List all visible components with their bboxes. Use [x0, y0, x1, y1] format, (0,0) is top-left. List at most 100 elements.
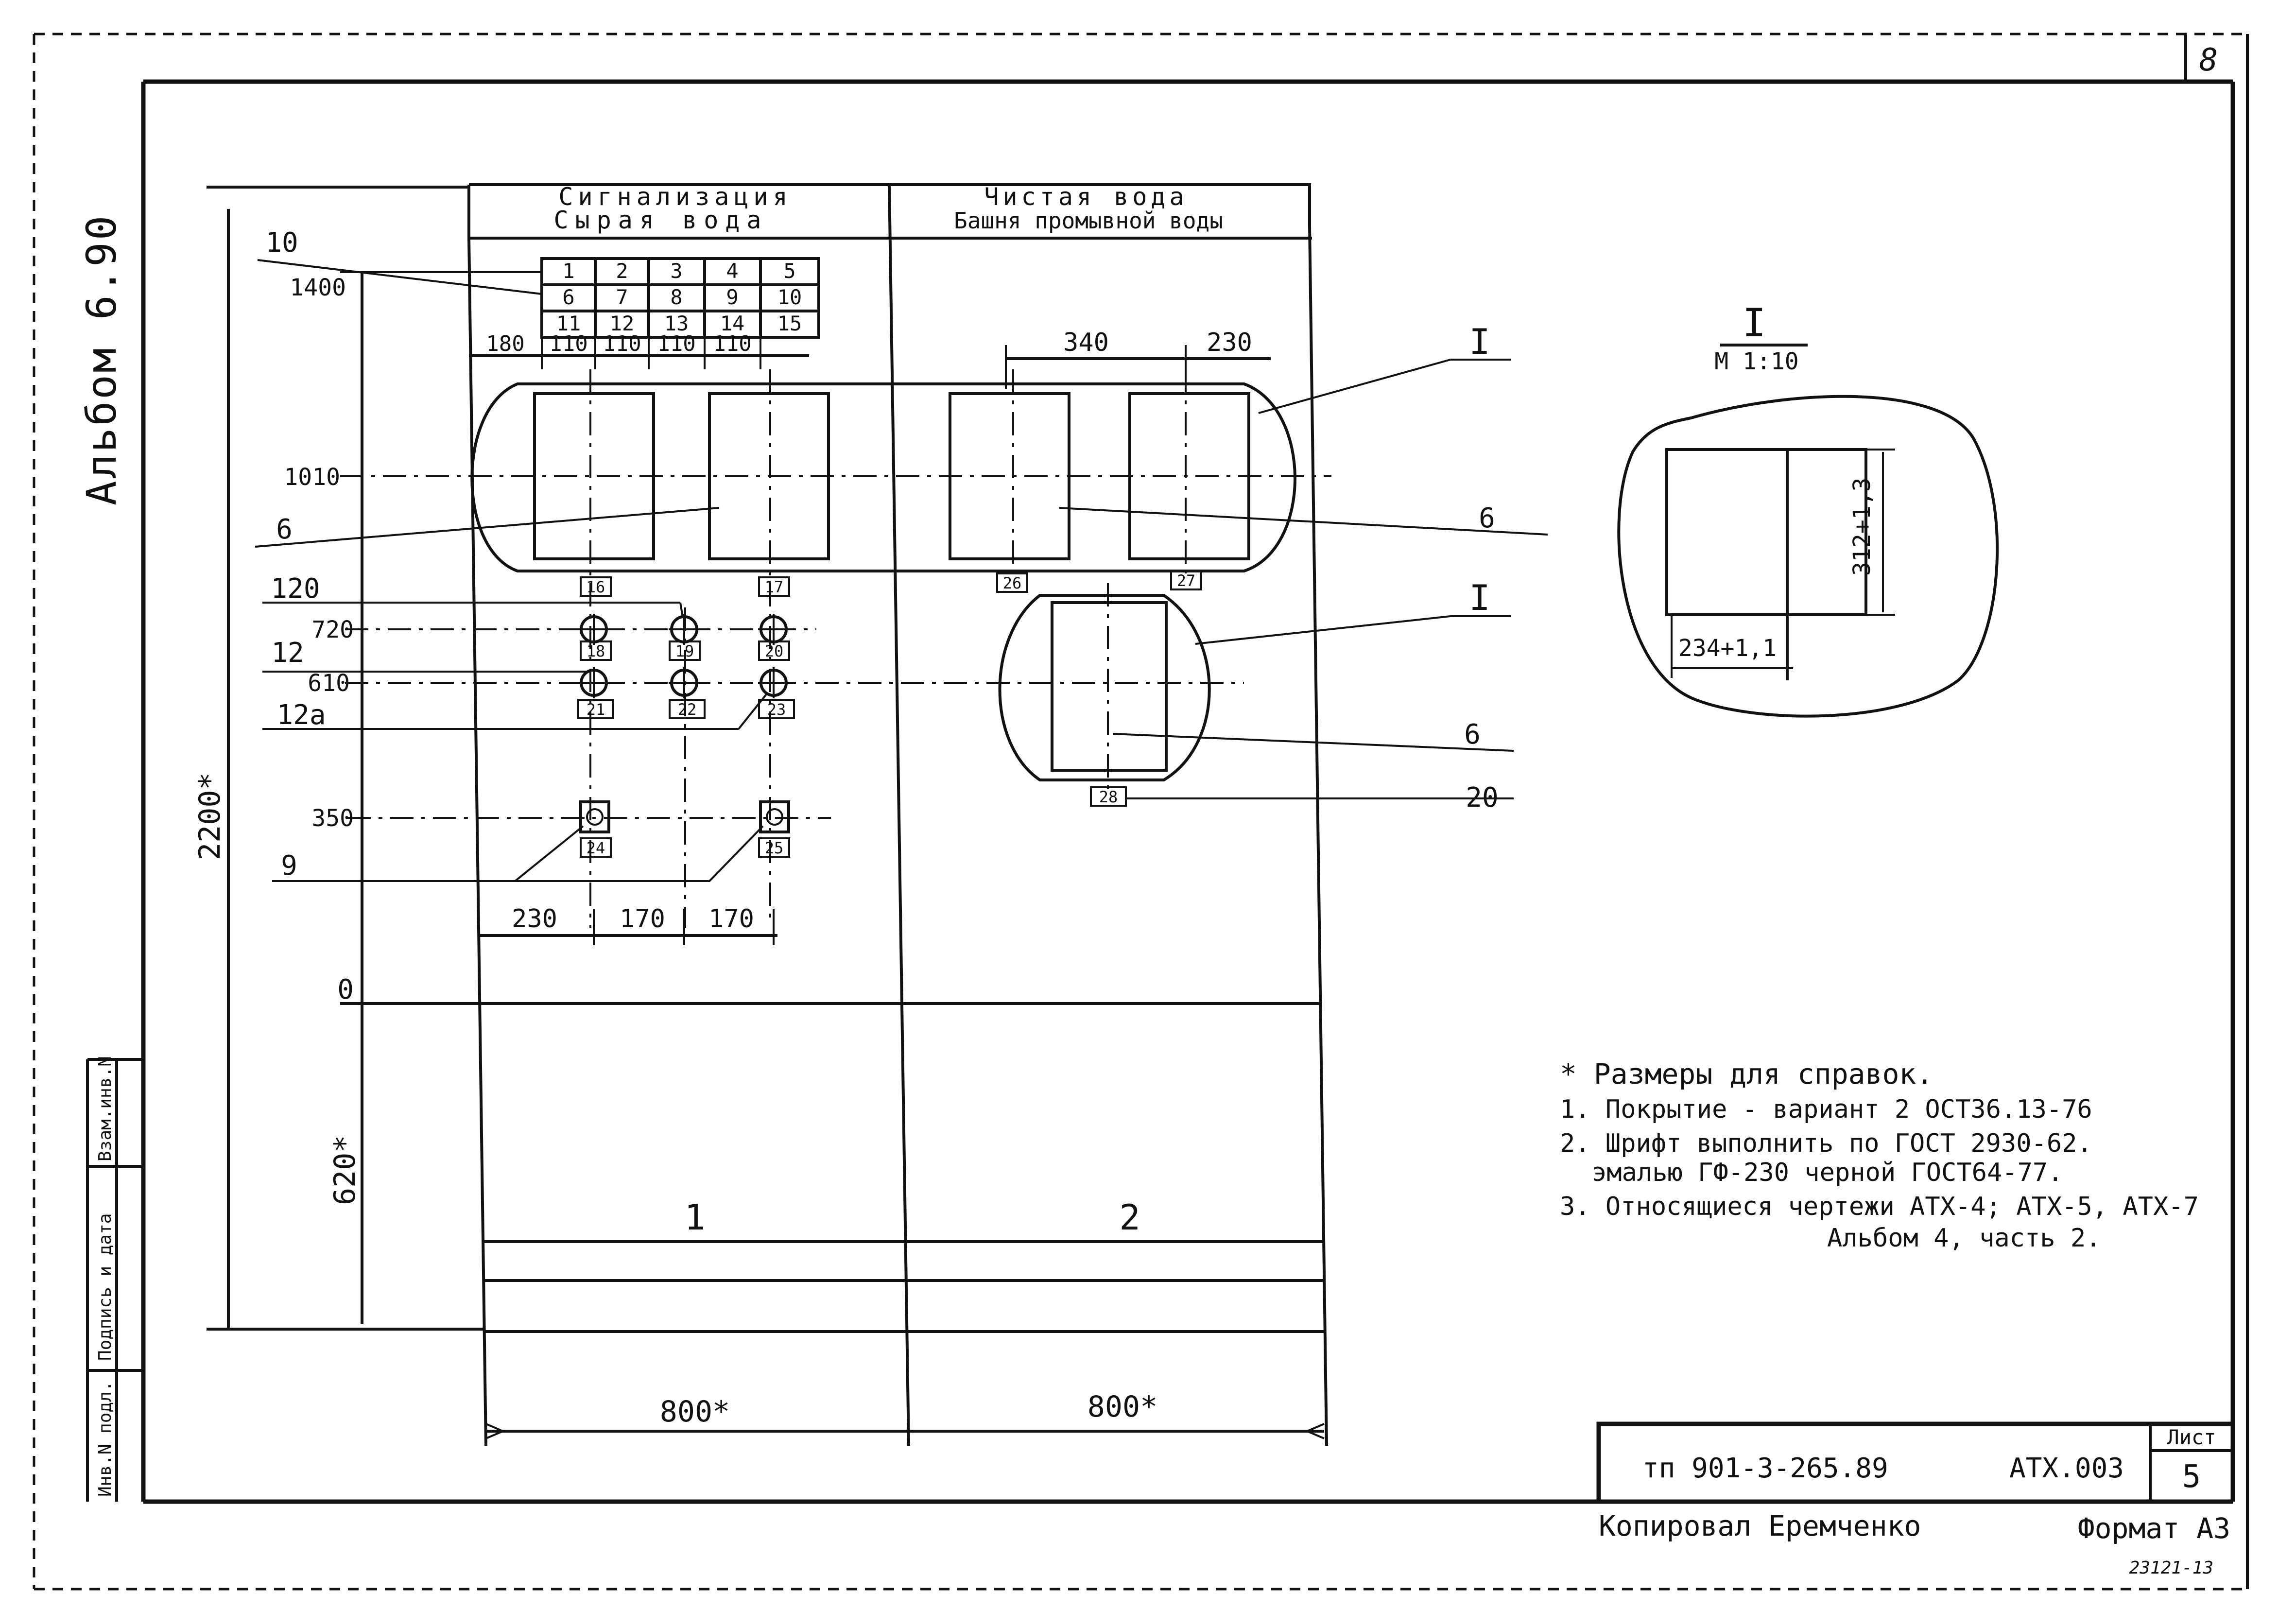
bottom-dimension-line — [479, 909, 777, 945]
level-610: 610 — [308, 670, 350, 697]
inner-frame — [141, 79, 2235, 1504]
item-tag: 21 — [587, 700, 605, 719]
leader-6-right-top: 6 — [1479, 502, 1495, 534]
level-350: 350 — [311, 805, 354, 832]
item-tag: 22 — [678, 700, 697, 719]
label-grid-cell: 5 — [783, 259, 795, 283]
section-number-2: 2 — [1119, 1197, 1140, 1238]
item-tag: 26 — [1003, 574, 1022, 592]
item-tag: 27 — [1177, 571, 1196, 590]
note-0: * Размеры для справок. — [1560, 1057, 1933, 1091]
item-tag: 25 — [765, 839, 784, 857]
left-leader-lines — [255, 259, 769, 882]
label-grid-cell: 11 — [556, 312, 581, 335]
stamp-inv-podl: Инв.N подл. — [95, 1381, 115, 1497]
item-tag: 16 — [587, 578, 605, 596]
leader-12: 12 — [271, 637, 304, 669]
label-grid-cell: 13 — [664, 312, 689, 335]
header-raw-water: Сырая вода — [553, 206, 768, 234]
leader-I-top: I — [1469, 321, 1490, 362]
side-stamp: Инв.N подл. Подпись и дата Взам.инв.N — [86, 1056, 143, 1502]
leader-20: 20 — [1466, 782, 1498, 814]
switch-25 — [759, 800, 790, 833]
item-tag: 20 — [765, 642, 784, 660]
header-clean-water: Чистая вода — [984, 183, 1188, 211]
title-project: тп 901-3-265.89 — [1642, 1453, 1888, 1484]
footer-number: 23121-13 — [2129, 1558, 2213, 1578]
leader-9: 9 — [281, 850, 297, 882]
notes: * Размеры для справок. 1. Покрытие - вар… — [1560, 1057, 2199, 1253]
cutout-zone-top — [470, 382, 1296, 572]
dim-340: 340 — [1063, 328, 1109, 357]
detail-width-dim: 234+1,1 — [1678, 635, 1777, 662]
cutout-5 — [1051, 601, 1168, 772]
label-grid-cell: 6 — [562, 285, 574, 309]
sheet-corner-number: 8 — [2199, 42, 2218, 78]
dim-110-3: 110 — [657, 331, 695, 356]
detail-cutout — [1665, 448, 1867, 616]
item-tag: 18 — [587, 642, 605, 660]
stamp-vzam-inv: Взам.инв.N — [95, 1056, 115, 1161]
label-grid-cell: 3 — [670, 259, 682, 283]
stamp-signature-date: Подпись и дата — [95, 1213, 115, 1361]
dim-230-bottom: 230 — [512, 904, 557, 934]
title-code: АТХ.003 — [2009, 1453, 2124, 1484]
cutout-4 — [1128, 392, 1250, 560]
level-720: 720 — [311, 616, 354, 643]
width-dim-right: 800* — [1088, 1390, 1158, 1424]
leader-10: 10 — [265, 227, 298, 259]
note-1: 1. Покрытие - вариант 2 ОСТ36.13-76 — [1560, 1095, 2092, 1124]
label-grid-cell: 9 — [726, 285, 738, 309]
footer-copied: Копировал Еремченко — [1599, 1509, 1921, 1542]
leader-12a: 12а — [276, 699, 326, 731]
switches — [579, 800, 790, 833]
detail-height-dim: 312+1,3 — [1848, 478, 1876, 576]
dim-110-4: 110 — [713, 331, 751, 356]
header-signalization: Сигнализация — [558, 183, 792, 211]
level-1400: 1400 — [290, 274, 346, 301]
item-tag: 19 — [675, 642, 694, 660]
label-grid — [540, 257, 820, 339]
level-0: 0 — [337, 974, 354, 1005]
dim-170-1: 170 — [620, 904, 665, 934]
album-label: Альбом 6.90 — [78, 214, 125, 505]
label-grid-cell: 14 — [720, 312, 745, 335]
panel-outline — [467, 183, 1328, 1446]
dim-110-1: 110 — [549, 331, 587, 356]
note-3b: Альбом 4, часть 2. — [1827, 1224, 2101, 1253]
width-dimension-line — [485, 1423, 1325, 1439]
label-grid-cell: 2 — [616, 259, 628, 283]
label-grid-cell: 10 — [777, 285, 802, 309]
lamps — [578, 614, 789, 698]
dim-180: 180 — [486, 331, 524, 356]
item-tag: 28 — [1099, 788, 1118, 806]
leader-120: 120 — [271, 573, 320, 605]
cutout-1 — [533, 392, 655, 560]
level-1010: 1010 — [284, 464, 340, 491]
leader-6-right-lower: 6 — [1464, 719, 1481, 750]
switch-24 — [579, 800, 610, 833]
note-2b: эмалью ГФ-230 черной ГОСТ64-77. — [1591, 1158, 2063, 1187]
note-2: 2. Шрифт выполнить по ГОСТ 2930-62. — [1560, 1129, 2092, 1158]
item-tag: 23 — [767, 700, 786, 719]
cutout-zone-lower — [998, 594, 1211, 781]
label-grid-cell: 12 — [610, 312, 635, 335]
item-tag: 17 — [765, 578, 784, 596]
item-tag: 24 — [587, 839, 605, 857]
right-leader-lines — [1059, 359, 1548, 799]
height-dim-2200: 2200* — [193, 772, 227, 860]
footer-format: Формат А3 — [2078, 1512, 2230, 1545]
center-lines — [340, 369, 1331, 928]
section-number-1: 1 — [684, 1197, 705, 1238]
outer-frame — [33, 33, 2250, 1591]
cutout-3 — [949, 392, 1070, 560]
height-dimension-lines — [207, 186, 542, 1331]
detail-title: I — [1743, 300, 1766, 346]
title-block — [1596, 1421, 2233, 1502]
detail-scale: М 1:10 — [1714, 348, 1798, 375]
corner-sheet-box: 8 — [2184, 34, 2218, 82]
title-sheet-label: Лист — [2167, 1425, 2216, 1449]
label-grid-cell: 7 — [616, 285, 628, 309]
label-grid-cell: 1 — [562, 259, 574, 283]
item-tag-boxes — [577, 570, 1202, 858]
